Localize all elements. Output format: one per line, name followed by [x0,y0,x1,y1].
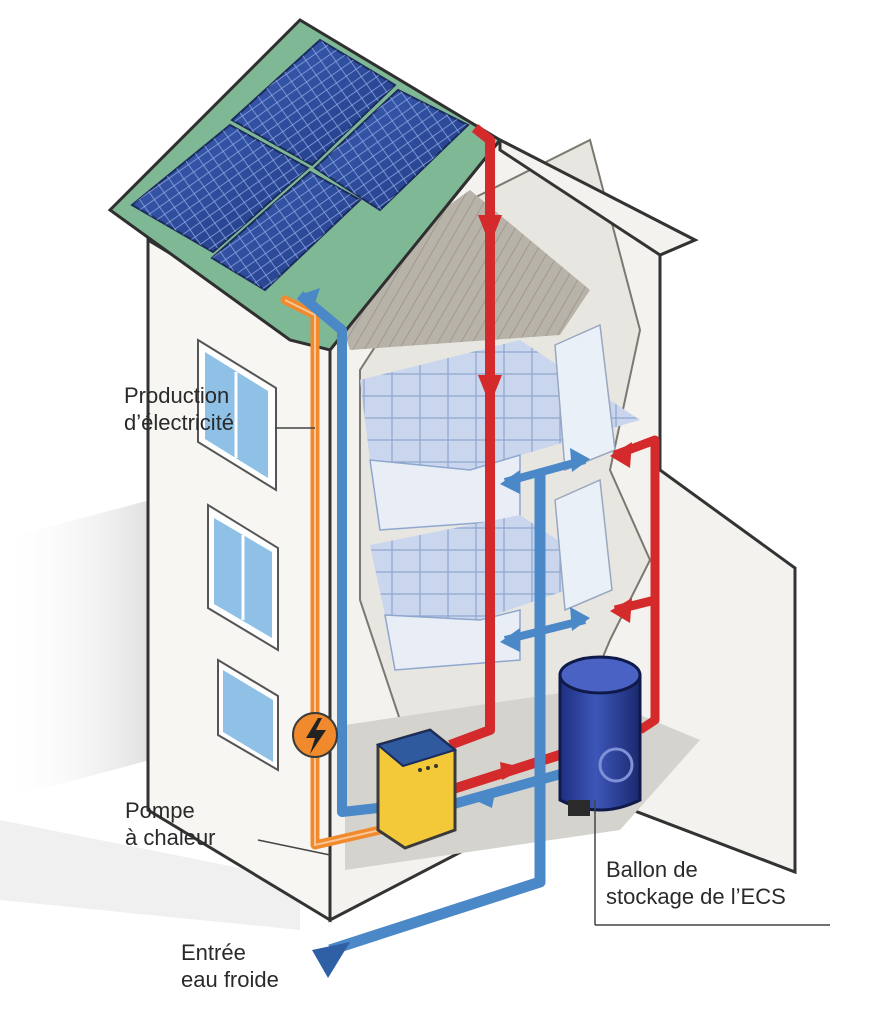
red-solar-line [448,124,495,750]
label-production-electricite: Production d’électricité [124,382,234,436]
house-left-wall [146,237,332,923]
label-ballon-line1: Ballon de [606,857,698,882]
label-entree-line1: Entrée [181,940,246,965]
label-production-line1: Production [124,383,230,408]
red-riser [613,435,660,734]
solar-panels [130,38,470,292]
down-arrow-2 [478,375,502,405]
label-pompe-chaleur: Pompe à chaleur [125,797,216,851]
label-entree-eau-froide: Entrée eau froide [181,939,279,993]
label-pompe-line1: Pompe [125,798,195,823]
cold-water-main [328,470,546,956]
blue-pump-loop [296,291,379,817]
ballon-tank [558,655,642,816]
window-top [197,338,277,492]
roof [107,18,699,352]
window-middle [207,503,279,652]
down-arrow-1 [478,215,502,245]
pompe-unit [375,728,458,850]
ground-shadow [0,500,300,930]
lightning-bolt-icon [292,712,338,758]
label-pompe-line2: à chaleur [125,825,216,850]
blue-return [448,765,577,810]
label-ballon-stockage: Ballon de stockage de l’ECS [606,856,786,910]
label-ballon-line2: stockage de l’ECS [606,884,786,909]
label-production-line2: d’électricité [124,410,235,435]
label-entree-line2: eau froide [181,967,279,992]
cold-water-inlet-arrow [312,942,350,978]
window-bottom [217,658,279,772]
pipes [280,124,660,978]
leader-lines [257,427,830,926]
